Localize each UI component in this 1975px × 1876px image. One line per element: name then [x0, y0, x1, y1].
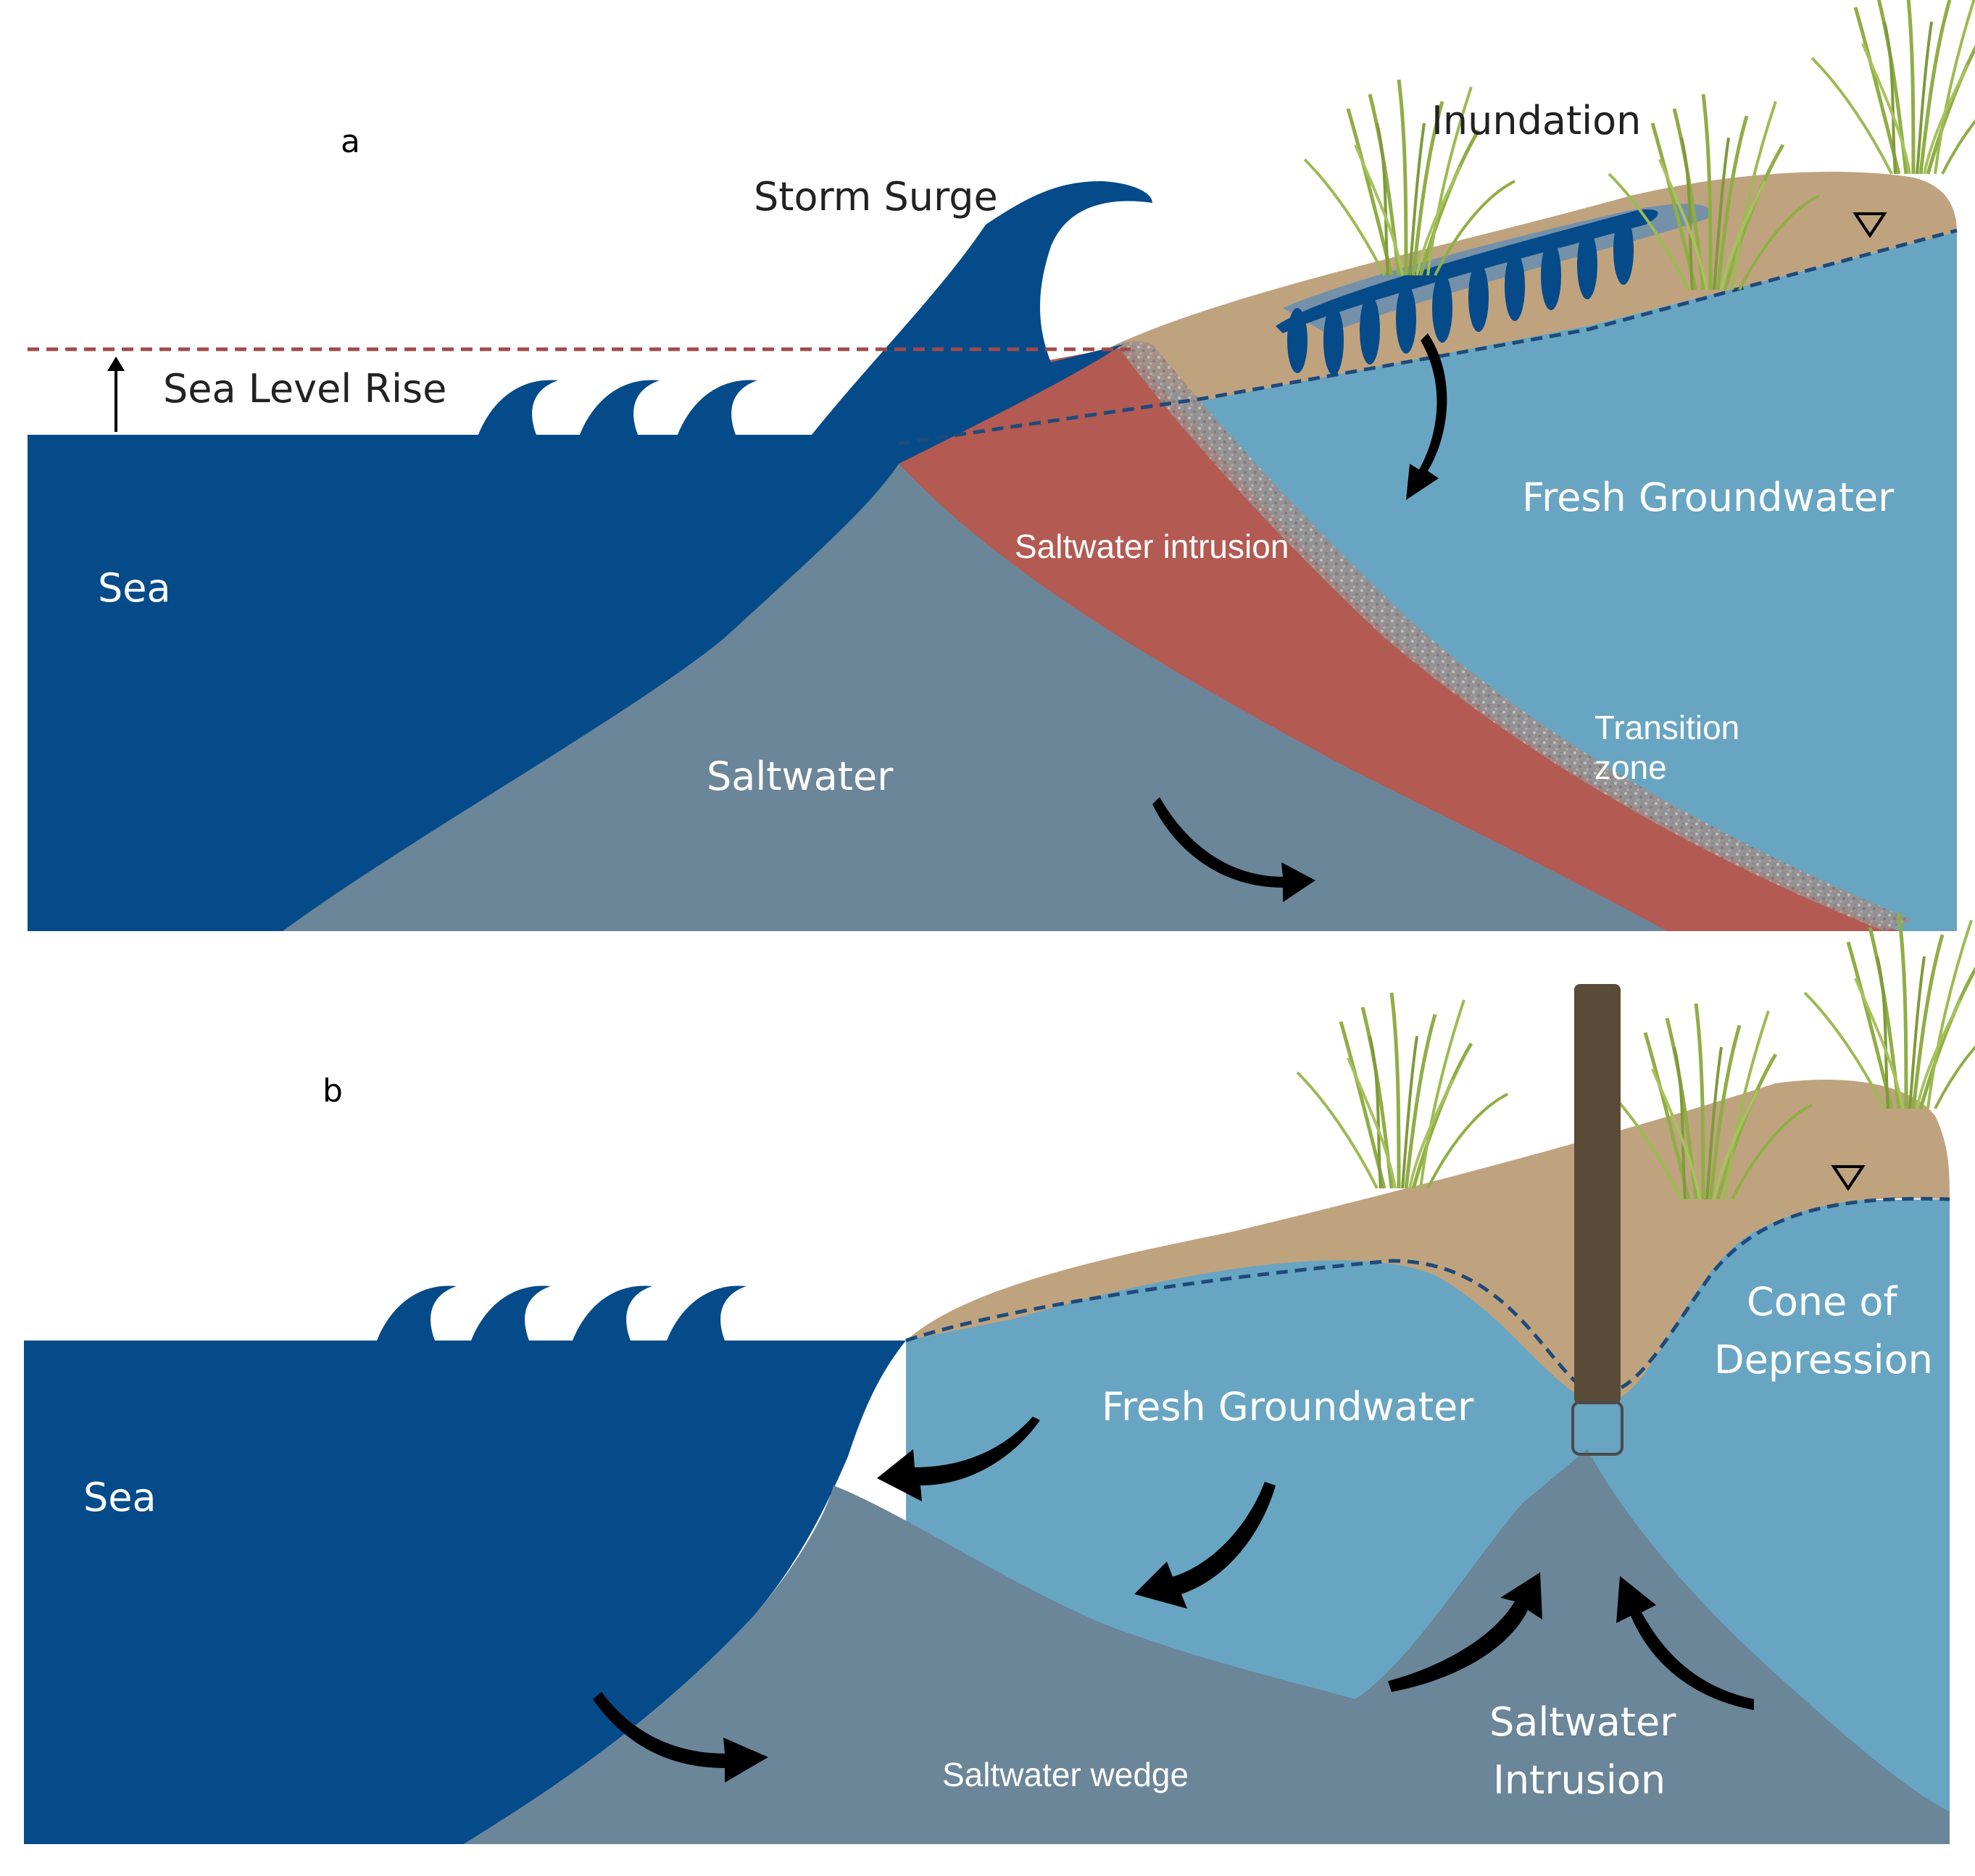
panel-a-letter: a — [341, 123, 360, 160]
water-table-triangle-icon — [1853, 212, 1887, 238]
cone-of-depression-label-line2: Depression — [1714, 1337, 1933, 1383]
wave-icon — [478, 380, 757, 435]
saltwater-intrusion-label-b-line1: Saltwater — [1489, 1699, 1676, 1745]
saltwater-wedge-label: Saltwater wedge — [942, 1756, 1189, 1793]
water-table-line-b — [905, 1196, 1950, 1396]
saltwater-intrusion-region — [899, 348, 1899, 931]
saltwater-intrusion-label-a: Saltwater intrusion — [1015, 528, 1289, 565]
sea-level-rise-arrow-icon — [107, 357, 125, 432]
inundation-label: Inundation — [1431, 98, 1641, 143]
storm-surge-wave — [812, 181, 1152, 464]
fresh-groundwater-label-b: Fresh Groundwater — [1102, 1384, 1474, 1430]
flow-arrow-icon — [1152, 333, 1447, 902]
fresh-groundwater-label-a: Fresh Groundwater — [1522, 475, 1895, 520]
transition-zone-label-line2: zone — [1594, 749, 1667, 786]
well-icon — [1571, 984, 1623, 1456]
panel-b: b Sea Fresh Groundwater Cone of Depressi… — [24, 913, 1975, 1844]
storm-surge-label: Storm Surge — [754, 174, 998, 220]
flow-arrow-icon-b — [593, 1417, 1754, 1783]
inundation-pool — [1276, 204, 1712, 375]
sea-level-rise-label: Sea Level Rise — [163, 366, 446, 412]
transition-zone-band — [1116, 341, 1913, 931]
cone-of-depression-label-line1: Cone of — [1747, 1279, 1898, 1325]
saltwater-intrusion-label-b-line2: Intrusion — [1493, 1757, 1666, 1803]
sea-label-a: Sea — [98, 565, 171, 611]
wave-icon-b — [377, 1285, 747, 1341]
sea-region-b — [24, 1341, 906, 1844]
water-table-line — [898, 228, 1958, 446]
saltwater-label: Saltwater — [707, 754, 894, 799]
water-table-triangle-icon-b — [1831, 1165, 1866, 1191]
saltwater-region — [283, 464, 1667, 931]
sea-label-b: Sea — [83, 1475, 157, 1520]
transition-zone-label-line1: Transition — [1594, 709, 1739, 746]
panel-a: a Storm Surge Inundation Sea Level Rise … — [28, 0, 1975, 931]
panel-b-letter: b — [323, 1072, 343, 1109]
saltwater-wedge-region — [464, 1449, 1950, 1844]
